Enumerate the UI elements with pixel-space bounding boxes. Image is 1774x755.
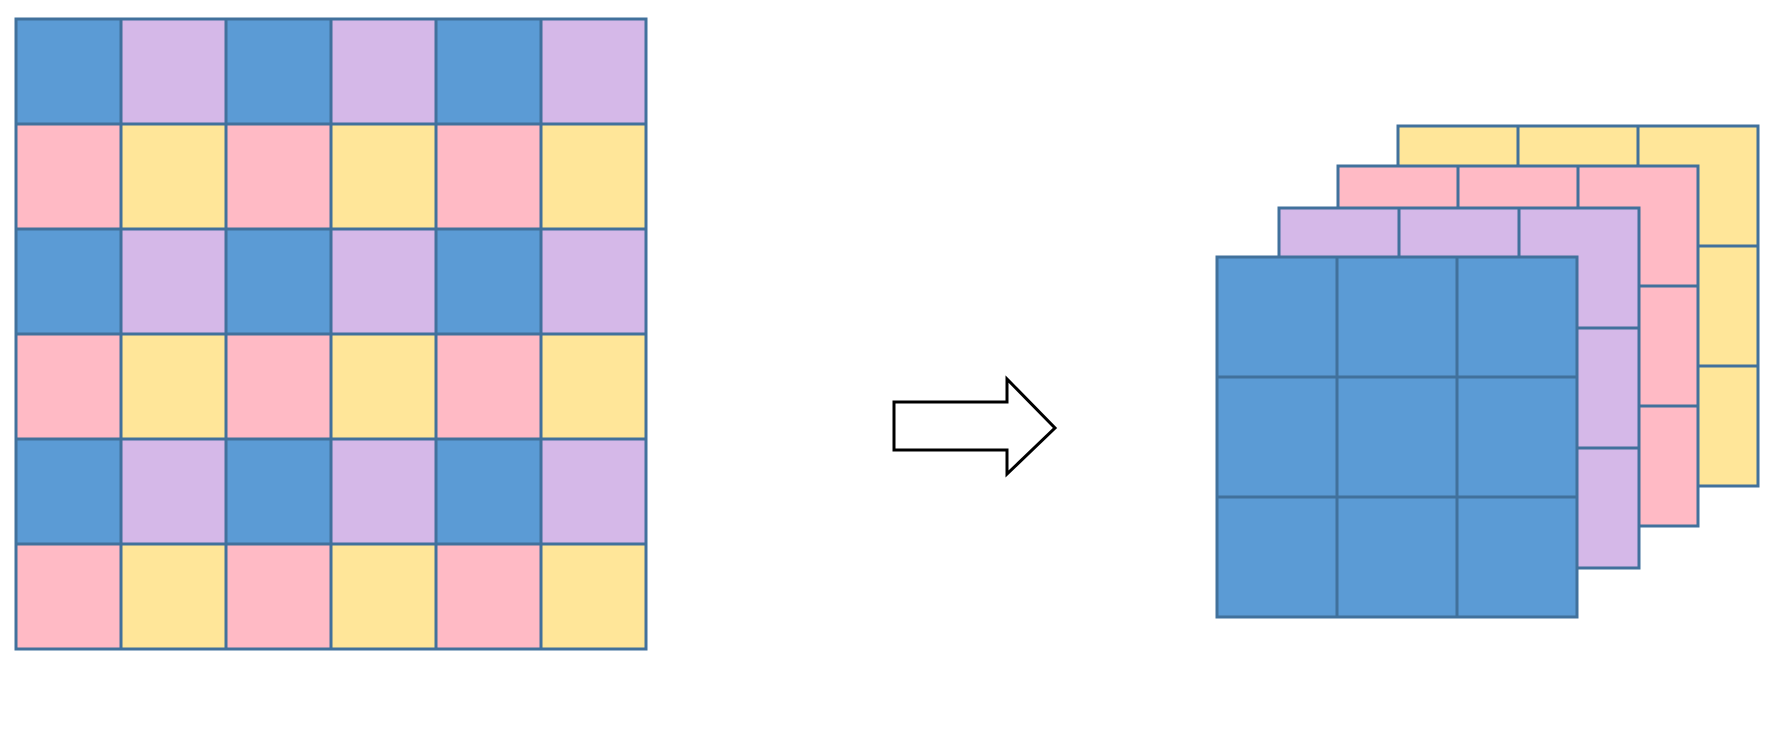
input-cell-purple <box>329 227 438 336</box>
channel-layer-blue <box>1215 255 1579 619</box>
input-cell-pink <box>434 332 543 441</box>
input-cell-blue <box>14 227 123 336</box>
channel-cell-blue <box>1215 255 1339 379</box>
channel-cell-blue <box>1215 495 1339 619</box>
input-cell-yellow <box>329 122 438 231</box>
input-cell-purple <box>539 227 648 336</box>
input-cell-purple <box>119 437 228 546</box>
input-cell-pink <box>224 542 333 651</box>
input-cell-blue <box>434 227 543 336</box>
input-cell-purple <box>119 227 228 336</box>
input-cell-purple <box>119 17 228 126</box>
input-cell-purple <box>329 17 438 126</box>
channel-cell-blue <box>1455 495 1579 619</box>
input-cell-pink <box>14 122 123 231</box>
input-cell-purple <box>329 437 438 546</box>
input-cell-pink <box>224 122 333 231</box>
channel-cell-blue <box>1335 375 1459 499</box>
input-cell-blue <box>224 227 333 336</box>
input-cell-blue <box>224 17 333 126</box>
channel-cell-blue <box>1335 495 1459 619</box>
input-cell-yellow <box>329 332 438 441</box>
right-arrow-icon <box>892 375 1058 478</box>
output-channel-stack <box>1215 124 1760 619</box>
channel-cell-blue <box>1455 375 1579 499</box>
input-grid-6x6 <box>14 17 648 651</box>
input-cell-yellow <box>539 122 648 231</box>
channel-cell-blue <box>1215 375 1339 499</box>
input-cell-blue <box>434 17 543 126</box>
input-cell-blue <box>434 437 543 546</box>
input-cell-pink <box>434 542 543 651</box>
arrow-group <box>892 375 1058 478</box>
input-cell-yellow <box>539 332 648 441</box>
input-cell-yellow <box>329 542 438 651</box>
input-cell-purple <box>539 437 648 546</box>
input-cell-blue <box>14 437 123 546</box>
input-cell-yellow <box>119 332 228 441</box>
input-cell-pink <box>434 122 543 231</box>
input-cell-yellow <box>539 542 648 651</box>
input-cell-blue <box>224 437 333 546</box>
channel-cell-blue <box>1335 255 1459 379</box>
channel-cell-blue <box>1455 255 1579 379</box>
input-cell-pink <box>224 332 333 441</box>
input-cell-pink <box>14 542 123 651</box>
input-cell-yellow <box>119 542 228 651</box>
input-cell-pink <box>14 332 123 441</box>
input-cell-yellow <box>119 122 228 231</box>
input-cell-purple <box>539 17 648 126</box>
input-cell-blue <box>14 17 123 126</box>
